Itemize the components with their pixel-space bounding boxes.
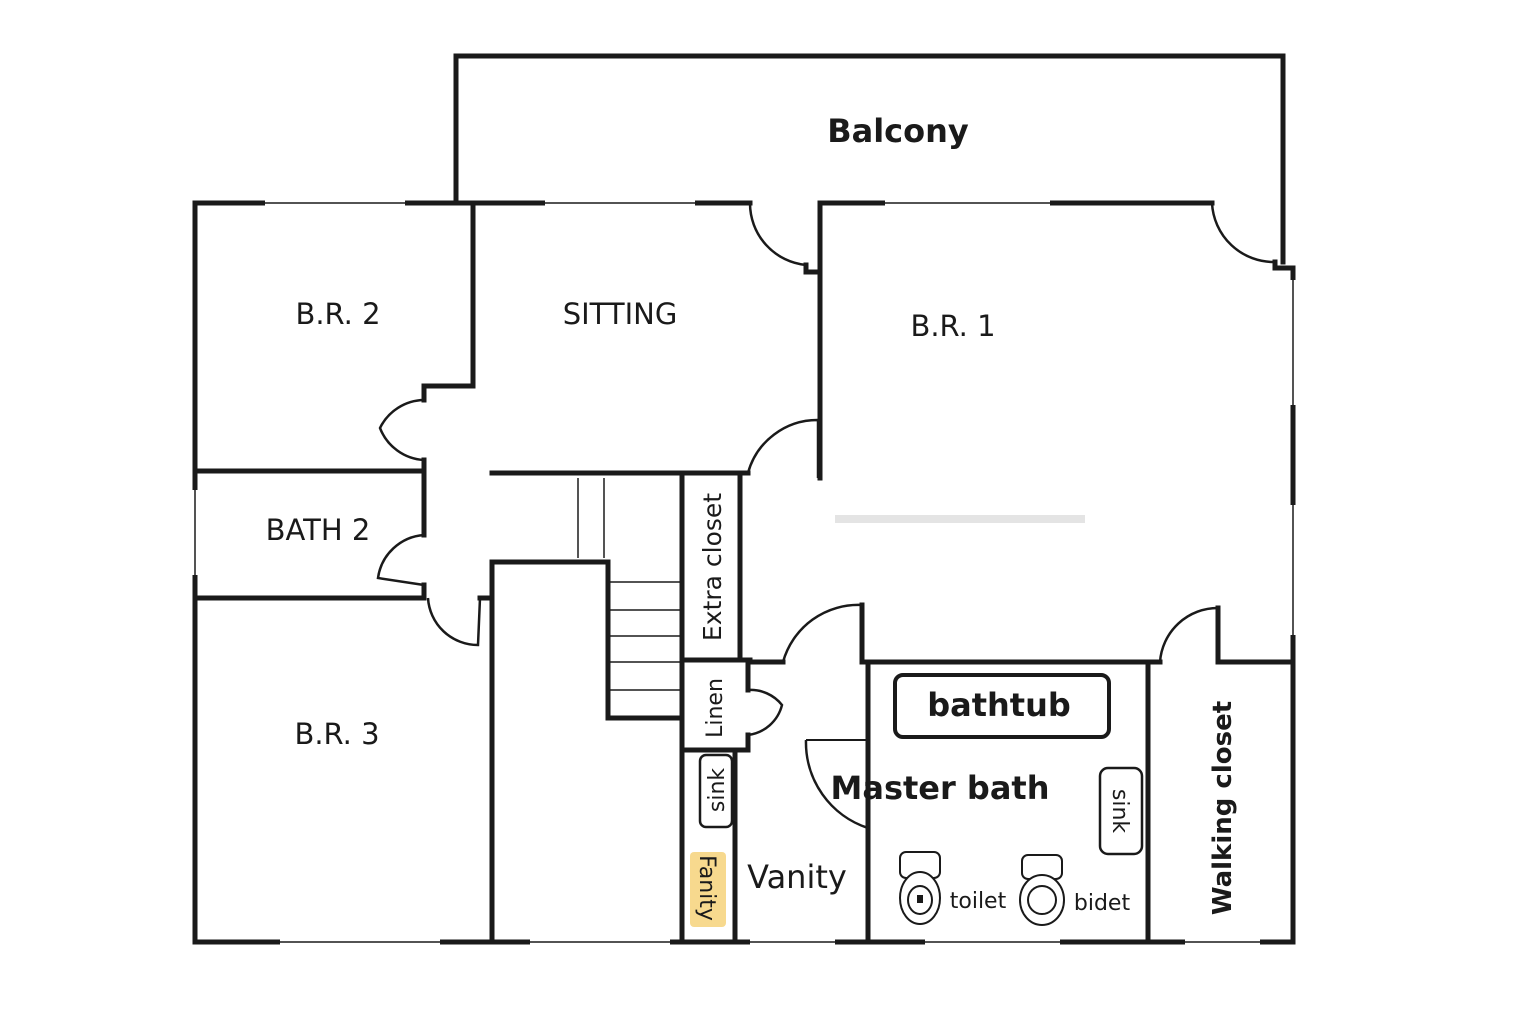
- label-sink-left: sink: [705, 768, 730, 813]
- label-linen: Linen: [703, 678, 728, 738]
- staircase: [577, 478, 680, 691]
- label-br3: B.R. 3: [294, 717, 379, 751]
- label-vanity: Vanity: [747, 858, 847, 896]
- label-bathtub: bathtub: [927, 686, 1071, 724]
- windows: [192, 200, 1296, 945]
- label-br1: B.R. 1: [910, 309, 995, 343]
- vanity-highlight: [690, 852, 726, 927]
- sink-left-fixture: [698, 753, 734, 829]
- door-br1: [746, 418, 820, 478]
- label-vanity-small: Fanity: [694, 855, 719, 921]
- label-bath2: BATH 2: [266, 513, 371, 547]
- label-sink-right: sink: [1107, 789, 1132, 834]
- label-extra-closet: Extra closet: [698, 493, 727, 641]
- door-balcony-right: [1210, 202, 1276, 264]
- door-master-hall: [781, 603, 863, 663]
- door-master-bath: [804, 739, 869, 830]
- bidet-icon: [1019, 854, 1065, 926]
- door-linen: [747, 688, 784, 737]
- door-br2: [378, 398, 425, 462]
- door-bath2: [376, 533, 425, 587]
- door-balcony-left: [748, 202, 807, 267]
- door-br3: [426, 597, 482, 647]
- label-walking-closet: Walking closet: [1208, 701, 1238, 915]
- label-bidet: bidet: [1074, 891, 1131, 916]
- bathtub-fixture: [893, 673, 1111, 739]
- balcony-outline: [453, 53, 1286, 265]
- label-master-bath: Master bath: [831, 769, 1050, 807]
- door-walking-closet: [1158, 606, 1219, 663]
- label-br2: B.R. 2: [295, 297, 380, 331]
- sink-right-fixture: [1098, 766, 1144, 856]
- label-sitting: SITTING: [563, 297, 678, 331]
- label-toilet: toilet: [950, 889, 1007, 914]
- toilet-icon: [899, 851, 941, 925]
- doors: [376, 202, 1276, 830]
- interior-walls: [192, 200, 1296, 945]
- label-balcony: Balcony: [827, 112, 969, 150]
